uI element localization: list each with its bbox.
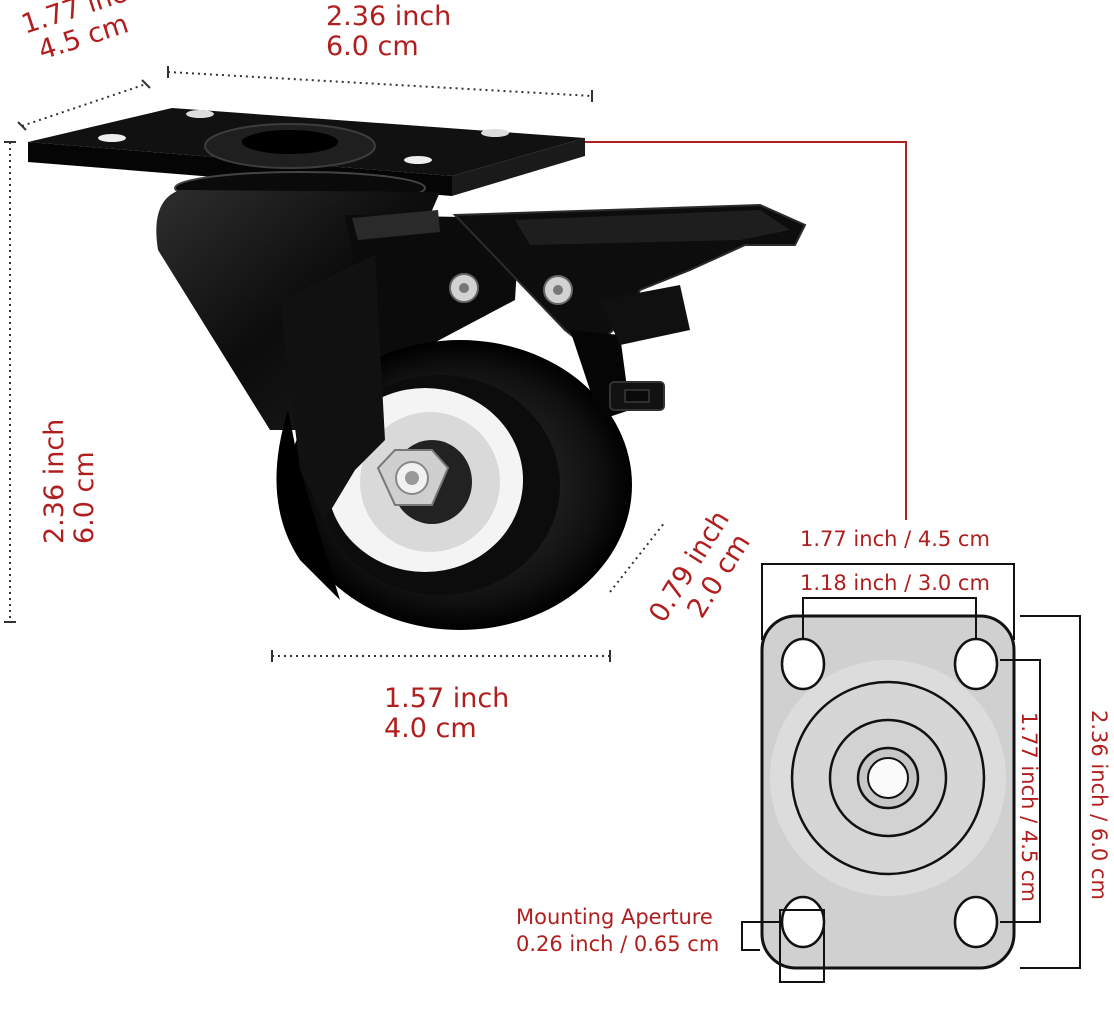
plate-outer-width-label: 1.77 inch / 4.5 cm bbox=[800, 527, 990, 551]
wheel-diameter-label: 1.57 inch 4.0 cm bbox=[384, 684, 509, 743]
total-height-cm: 6.0 cm bbox=[68, 451, 100, 544]
plan-view-brackets bbox=[741, 563, 1081, 983]
wheel-diameter-cm: 4.0 cm bbox=[384, 712, 477, 744]
plate-plan-view bbox=[760, 614, 1016, 970]
plate-length-label: 2.36 inch / 6.0 cm bbox=[1087, 710, 1111, 900]
rivet-icon bbox=[449, 273, 573, 305]
total-height-inch: 2.36 inch bbox=[39, 418, 70, 544]
total-height-label: 2.36 inch 6.0 cm bbox=[39, 418, 100, 544]
mounting-aperture-title: Mounting Aperture bbox=[516, 905, 713, 929]
connector-line bbox=[585, 141, 907, 520]
hole-spacing-length-label: 1.77 inch / 4.5 cm bbox=[1017, 712, 1041, 902]
guide-end-ticks bbox=[4, 66, 611, 662]
plate-width-cm: 6.0 cm bbox=[326, 30, 419, 62]
brake-lever-icon bbox=[452, 203, 807, 420]
mounting-aperture-value: 0.26 inch / 0.65 cm bbox=[516, 932, 720, 957]
caster-wheel-icon bbox=[28, 108, 807, 630]
plate-depth-guide bbox=[21, 83, 147, 127]
plate-width-label: 2.36 inch 6.0 cm bbox=[326, 2, 451, 61]
axle-nut-icon bbox=[376, 449, 450, 506]
mounting-aperture-label: Mounting Aperture 0.26 inch / 0.65 cm bbox=[516, 905, 720, 957]
wheel-diameter-inch: 1.57 inch bbox=[384, 683, 510, 714]
hole-spacing-width-label: 1.18 inch / 3.0 cm bbox=[800, 571, 990, 595]
plate-width-inch: 2.36 inch bbox=[326, 1, 452, 32]
plate-width-guide bbox=[167, 71, 593, 97]
dimension-guides bbox=[9, 71, 666, 657]
